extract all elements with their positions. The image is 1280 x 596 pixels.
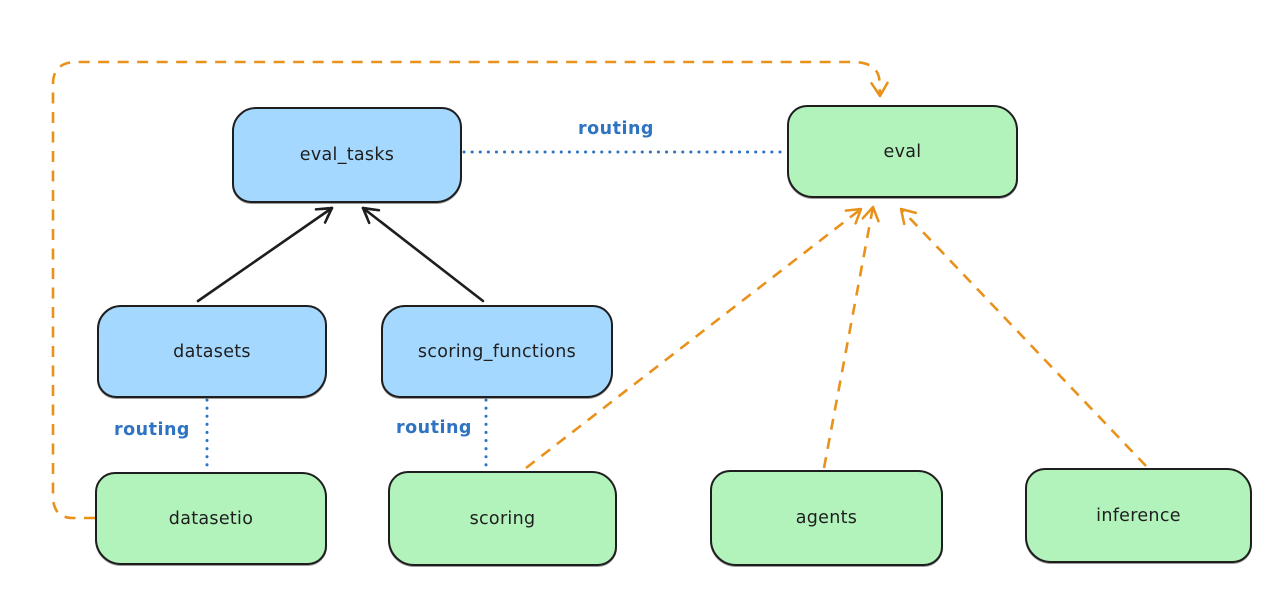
node-eval-tasks-label: eval_tasks <box>299 145 395 165</box>
node-scoring-label: scoring <box>469 508 536 529</box>
node-inference-label: inference <box>1096 505 1181 526</box>
node-eval: eval <box>787 105 1018 198</box>
edge-scoring-functions-to-eval-tasks <box>361 206 485 303</box>
node-eval-label: eval <box>883 141 922 162</box>
node-eval-tasks: eval_tasks <box>232 107 462 203</box>
edge-scoring-to-eval <box>525 207 863 470</box>
node-scoring: scoring <box>388 471 617 566</box>
edge-inference-to-eval <box>899 207 1147 467</box>
routing-label-left: routing <box>114 420 190 440</box>
node-datasetio-label: datasetio <box>168 508 254 529</box>
node-scoring-functions: scoring_functions <box>381 305 613 398</box>
routing-label-top: routing <box>578 119 654 139</box>
edge-agents-to-eval <box>822 205 880 469</box>
node-inference: inference <box>1025 468 1252 563</box>
edge-datasets-to-eval-tasks <box>196 206 334 303</box>
node-datasetio: datasetio <box>95 472 327 565</box>
node-datasets: datasets <box>97 305 327 398</box>
node-agents-label: agents <box>795 508 858 528</box>
edge-datasetio-to-eval <box>51 60 889 520</box>
routing-label-middle: routing <box>396 418 472 438</box>
node-scoring-functions-label: scoring_functions <box>417 341 577 362</box>
node-datasets-label: datasets <box>173 341 251 362</box>
node-agents: agents <box>710 470 943 566</box>
